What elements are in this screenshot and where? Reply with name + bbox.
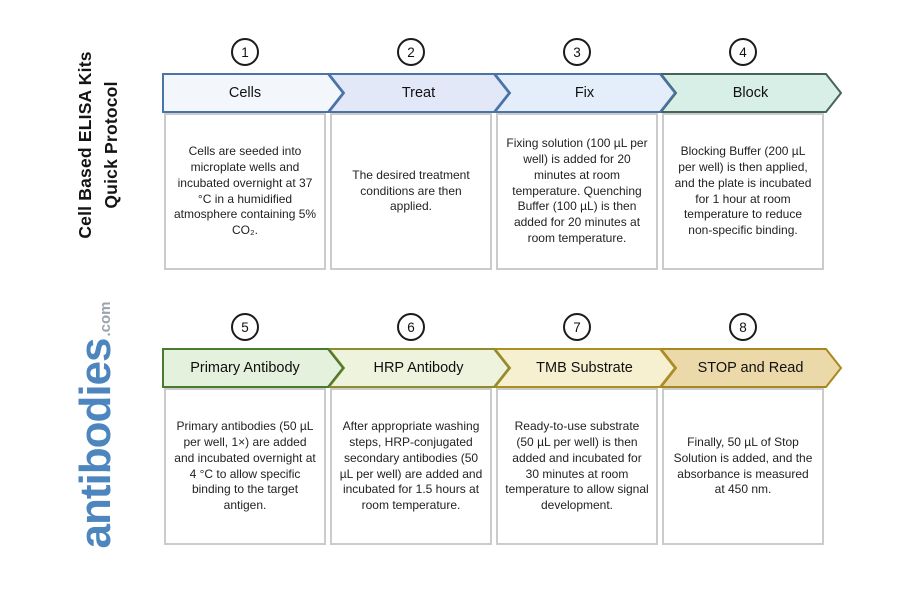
step-badge-row: 8 (660, 306, 826, 348)
step-column-5: 5 Primary Antibody Primary antibodies (5… (162, 306, 345, 545)
arrow-path (162, 73, 345, 113)
step-label: Block (732, 85, 769, 101)
step-arrow: Treat (326, 73, 511, 113)
step-badge-row: 5 (162, 306, 328, 348)
step-label: Treat (401, 85, 436, 101)
step-number: 6 (407, 319, 415, 335)
step-number: 2 (407, 44, 415, 60)
step-badge-row: 2 (328, 31, 494, 73)
step-arrow: Cells (162, 73, 345, 113)
step-column-2: 2 Treat The desired treatment conditions… (326, 31, 511, 270)
step-description: The desired treatment conditions are the… (352, 167, 470, 214)
page-title-line2: Quick Protocol (101, 81, 121, 209)
protocol-row-1: 1 Cells Cells are seeded into microplate… (162, 31, 843, 270)
step-arrow: HRP Antibody (326, 348, 511, 388)
step-arrow: TMB Substrate (492, 348, 677, 388)
step-description: Blocking Buffer (200 µL per well) is the… (674, 143, 812, 238)
page-title-line1: Cell Based ELISA Kits (74, 51, 95, 239)
step-number-badge: 8 (729, 313, 757, 341)
step-column-4: 4 Block Blocking Buffer (200 µL per well… (658, 31, 843, 270)
step-label: Primary Antibody (190, 360, 300, 376)
step-description-box: Primary antibodies (50 µL per well, 1×) … (164, 388, 326, 545)
brand-logo-suffix: .com (97, 301, 114, 337)
step-arrow: Fix (492, 73, 677, 113)
step-badge-row: 3 (494, 31, 660, 73)
step-arrow: Primary Antibody (162, 348, 345, 388)
step-number-badge: 3 (563, 38, 591, 66)
step-description: After appropriate washing steps, HRP-con… (339, 418, 483, 513)
step-label: STOP and Read (697, 360, 804, 376)
step-number-badge: 5 (231, 313, 259, 341)
step-description: Ready-to-use substrate (50 µL per well) … (505, 418, 649, 513)
step-column-8: 8 STOP and Read Finally, 50 µL of Stop S… (658, 306, 843, 545)
step-number-badge: 1 (231, 38, 259, 66)
step-number: 4 (739, 44, 747, 60)
step-column-1: 1 Cells Cells are seeded into microplate… (162, 31, 345, 270)
step-number-badge: 2 (397, 38, 425, 66)
step-description-box: Cells are seeded into microplate wells a… (164, 113, 326, 270)
step-number: 5 (241, 319, 249, 335)
step-badge-row: 6 (328, 306, 494, 348)
step-label: HRP Antibody (373, 360, 464, 376)
step-badge-row: 7 (494, 306, 660, 348)
step-number: 7 (573, 319, 581, 335)
step-number-badge: 7 (563, 313, 591, 341)
step-arrow: Block (658, 73, 843, 113)
step-description: Primary antibodies (50 µL per well, 1×) … (174, 418, 316, 513)
step-description-box: Blocking Buffer (200 µL per well) is the… (662, 113, 824, 270)
arrow-path (162, 348, 345, 388)
step-number: 3 (573, 44, 581, 60)
step-arrow: STOP and Read (658, 348, 843, 388)
step-description-box: Fixing solution (100 µL per well) is add… (496, 113, 658, 270)
step-description-box: Finally, 50 µL of Stop Solution is added… (662, 388, 824, 545)
step-label: Cells (228, 85, 262, 101)
step-column-3: 3 Fix Fixing solution (100 µL per well) … (492, 31, 677, 270)
page-title: Cell Based ELISA Kits Quick Protocol (72, 51, 125, 238)
step-number-badge: 4 (729, 38, 757, 66)
step-label: TMB Substrate (536, 360, 633, 376)
step-badge-row: 4 (660, 31, 826, 73)
step-description-box: Ready-to-use substrate (50 µL per well) … (496, 388, 658, 545)
step-description: Fixing solution (100 µL per well) is add… (506, 135, 648, 246)
step-description: Cells are seeded into microplate wells a… (173, 143, 317, 238)
step-description-box: After appropriate washing steps, HRP-con… (330, 388, 492, 545)
step-number: 1 (241, 44, 249, 60)
step-badge-row: 1 (162, 31, 328, 73)
brand-logo-text: antibodies (71, 338, 120, 549)
step-column-7: 7 TMB Substrate Ready-to-use substrate (… (492, 306, 677, 545)
step-description-box: The desired treatment conditions are the… (330, 113, 492, 270)
step-number-badge: 6 (397, 313, 425, 341)
step-label: Fix (574, 85, 595, 101)
arrow-shape (162, 73, 345, 113)
arrow-shape (162, 348, 345, 388)
step-description: Finally, 50 µL of Stop Solution is added… (673, 434, 813, 497)
brand-logo: antibodies.com (71, 301, 121, 548)
step-number: 8 (739, 319, 747, 335)
step-column-6: 6 HRP Antibody After appropriate washing… (326, 306, 511, 545)
protocol-row-2: 5 Primary Antibody Primary antibodies (5… (162, 306, 843, 545)
